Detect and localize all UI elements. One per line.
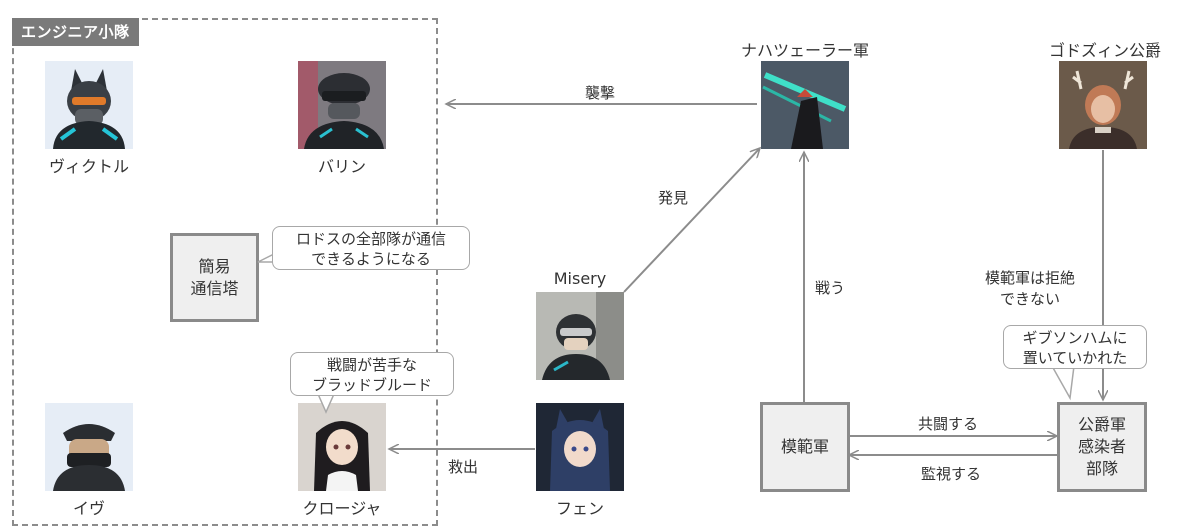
duke-bubble-line1: ギブソンハムに <box>1010 328 1140 348</box>
closure-bubble-line2: ブラッドブルード <box>297 375 447 395</box>
duke-bubble: ギブソンハムに 置いていかれた <box>1003 325 1147 369</box>
duke-bubble-line2: 置いていかれた <box>1010 348 1140 368</box>
closure-bubble: 戦闘が苦手な ブラッドブルード <box>290 352 454 396</box>
closure-bubble-line1: 戦闘が苦手な <box>297 355 447 375</box>
comm-tower-bubble-line1: ロドスの全部隊が通信 <box>279 229 463 249</box>
comm-tower-bubble: ロドスの全部隊が通信 できるようになる <box>272 226 470 270</box>
comm-tower-bubble-line2: できるようになる <box>279 249 463 269</box>
